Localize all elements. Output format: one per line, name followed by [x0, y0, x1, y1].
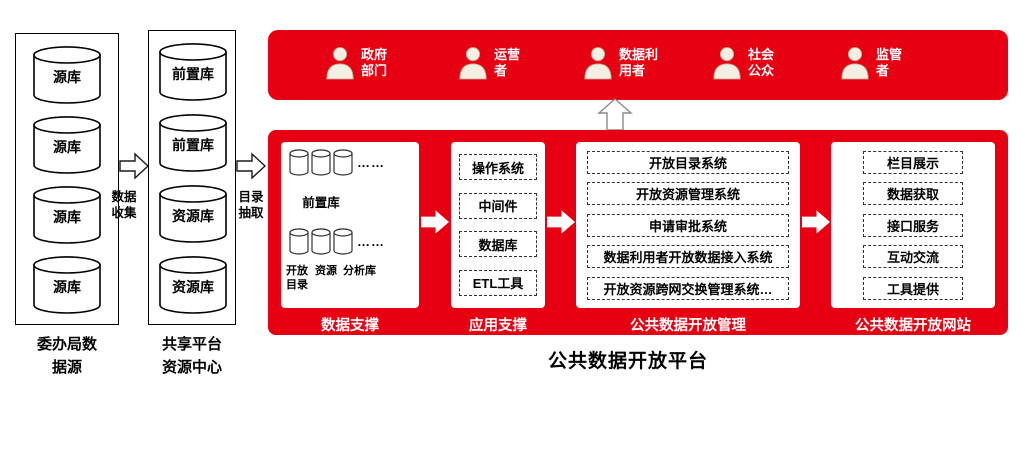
database-cylinder-icon [333, 149, 353, 176]
database-cylinder: 资源库 [158, 185, 228, 243]
arrow-right-icon [421, 210, 450, 234]
database-cylinder-icon [333, 228, 353, 255]
actor-regulator: 监管 者 [840, 45, 902, 81]
website-item: 互动交流 [863, 245, 963, 268]
resource-caption: 资源 [315, 265, 337, 277]
actor-label: 运营 者 [494, 47, 521, 78]
actor-operator: 运营 者 [458, 45, 520, 81]
management-item: 开放资源跨网交换管理系统… [587, 276, 789, 300]
shared-resource-column: 前置库 前置库 资源库 资源库 [148, 30, 236, 325]
source-db-column: 源库 源库 源库 源库 [15, 33, 119, 325]
arrow-right-icon [547, 210, 576, 234]
database-label: 前置库 [172, 137, 214, 153]
database-label: 源库 [53, 139, 81, 155]
database-cylinder: 源库 [32, 256, 102, 314]
analysis-db-caption: 分析库 [343, 265, 376, 277]
actor-government: 政府 部门 [325, 45, 387, 81]
person-icon [459, 47, 487, 80]
management-label: 公共数据开放管理 [630, 318, 746, 334]
management-item: 开放资源管理系统 [587, 182, 789, 205]
data-support-panel: …… 前置库 …… 开放 目录 资源 分析库 [281, 142, 419, 308]
website-item: 接口服务 [863, 213, 963, 237]
management-panel: 开放目录系统 开放资源管理系统 申请审批系统 数据利用者开放数据接入系统 开放资… [576, 142, 800, 308]
website-panel: 栏目展示 数据获取 接口服务 互动交流 工具提供 [831, 142, 995, 308]
app-support-item: 中间件 [459, 192, 537, 219]
database-cylinder-icon [311, 228, 331, 255]
actor-public: 社会 公众 [712, 45, 774, 81]
arrow-right-icon [119, 152, 149, 180]
ellipsis-text: …… [357, 234, 385, 249]
person-icon [584, 47, 612, 80]
actor-label: 政府 部门 [361, 47, 388, 78]
actors-bar: 政府 部门 运营 者 数据利 用者 社会 公众 监管 者 [268, 30, 1008, 100]
website-item: 工具提供 [863, 276, 963, 300]
database-cylinder-icon [289, 228, 309, 255]
app-support-item: 数据库 [459, 231, 537, 258]
database-cylinder: 资源库 [158, 256, 228, 314]
app-support-label: 应用支撑 [469, 318, 527, 334]
flow-collect-label: 数据 收集 [111, 190, 137, 220]
app-support-panel: 操作系统 中间件 数据库 ETL工具 [451, 142, 545, 308]
management-item: 开放目录系统 [587, 150, 789, 174]
source-column-title: 委办局数 据源 [36, 336, 97, 376]
front-db-caption: 前置库 [302, 196, 340, 210]
database-label: 源库 [53, 279, 81, 295]
database-label: 源库 [53, 209, 81, 225]
app-support-item: ETL工具 [459, 269, 537, 296]
website-item: 栏目展示 [863, 150, 963, 174]
data-support-label: 数据支撑 [321, 318, 379, 334]
database-cylinder: 前置库 [158, 114, 228, 172]
person-icon [326, 47, 354, 80]
database-label: 前置库 [172, 66, 214, 82]
ellipsis-text: …… [357, 155, 385, 170]
flow-extract-label: 目录 抽取 [238, 190, 264, 220]
open-catalog-caption: 开放 目录 [286, 265, 308, 291]
shared-column-title: 共享平台 资源中心 [161, 336, 222, 376]
management-item: 数据利用者开放数据接入系统 [587, 245, 789, 268]
actor-label: 数据利 用者 [619, 47, 659, 78]
database-cylinder-icon [289, 149, 309, 176]
actor-label: 社会 公众 [748, 47, 775, 78]
database-cylinder: 源库 [32, 186, 102, 244]
actor-data-user: 数据利 用者 [583, 45, 658, 81]
platform-box: …… 前置库 …… 开放 目录 资源 分析库 操作系统 中间件 数据库 ETL工… [268, 130, 1008, 335]
person-icon [841, 47, 869, 80]
database-cylinder-icon [311, 149, 331, 176]
database-cylinder: 源库 [32, 46, 102, 104]
database-label: 资源库 [172, 279, 214, 295]
person-icon [713, 47, 741, 80]
database-cylinder: 源库 [32, 116, 102, 174]
database-label: 资源库 [172, 208, 214, 224]
management-item: 申请审批系统 [587, 213, 789, 237]
arrow-up-icon [597, 98, 633, 131]
platform-caption: 公共数据开放平台 [547, 351, 708, 372]
website-label: 公共数据开放网站 [855, 318, 971, 334]
app-support-item: 操作系统 [459, 154, 537, 181]
arrow-right-icon [236, 152, 266, 180]
actor-label: 监管 者 [876, 47, 903, 78]
website-item: 数据获取 [863, 182, 963, 205]
database-label: 源库 [53, 69, 81, 85]
arrow-right-icon [802, 210, 831, 234]
database-cylinder: 前置库 [158, 43, 228, 101]
